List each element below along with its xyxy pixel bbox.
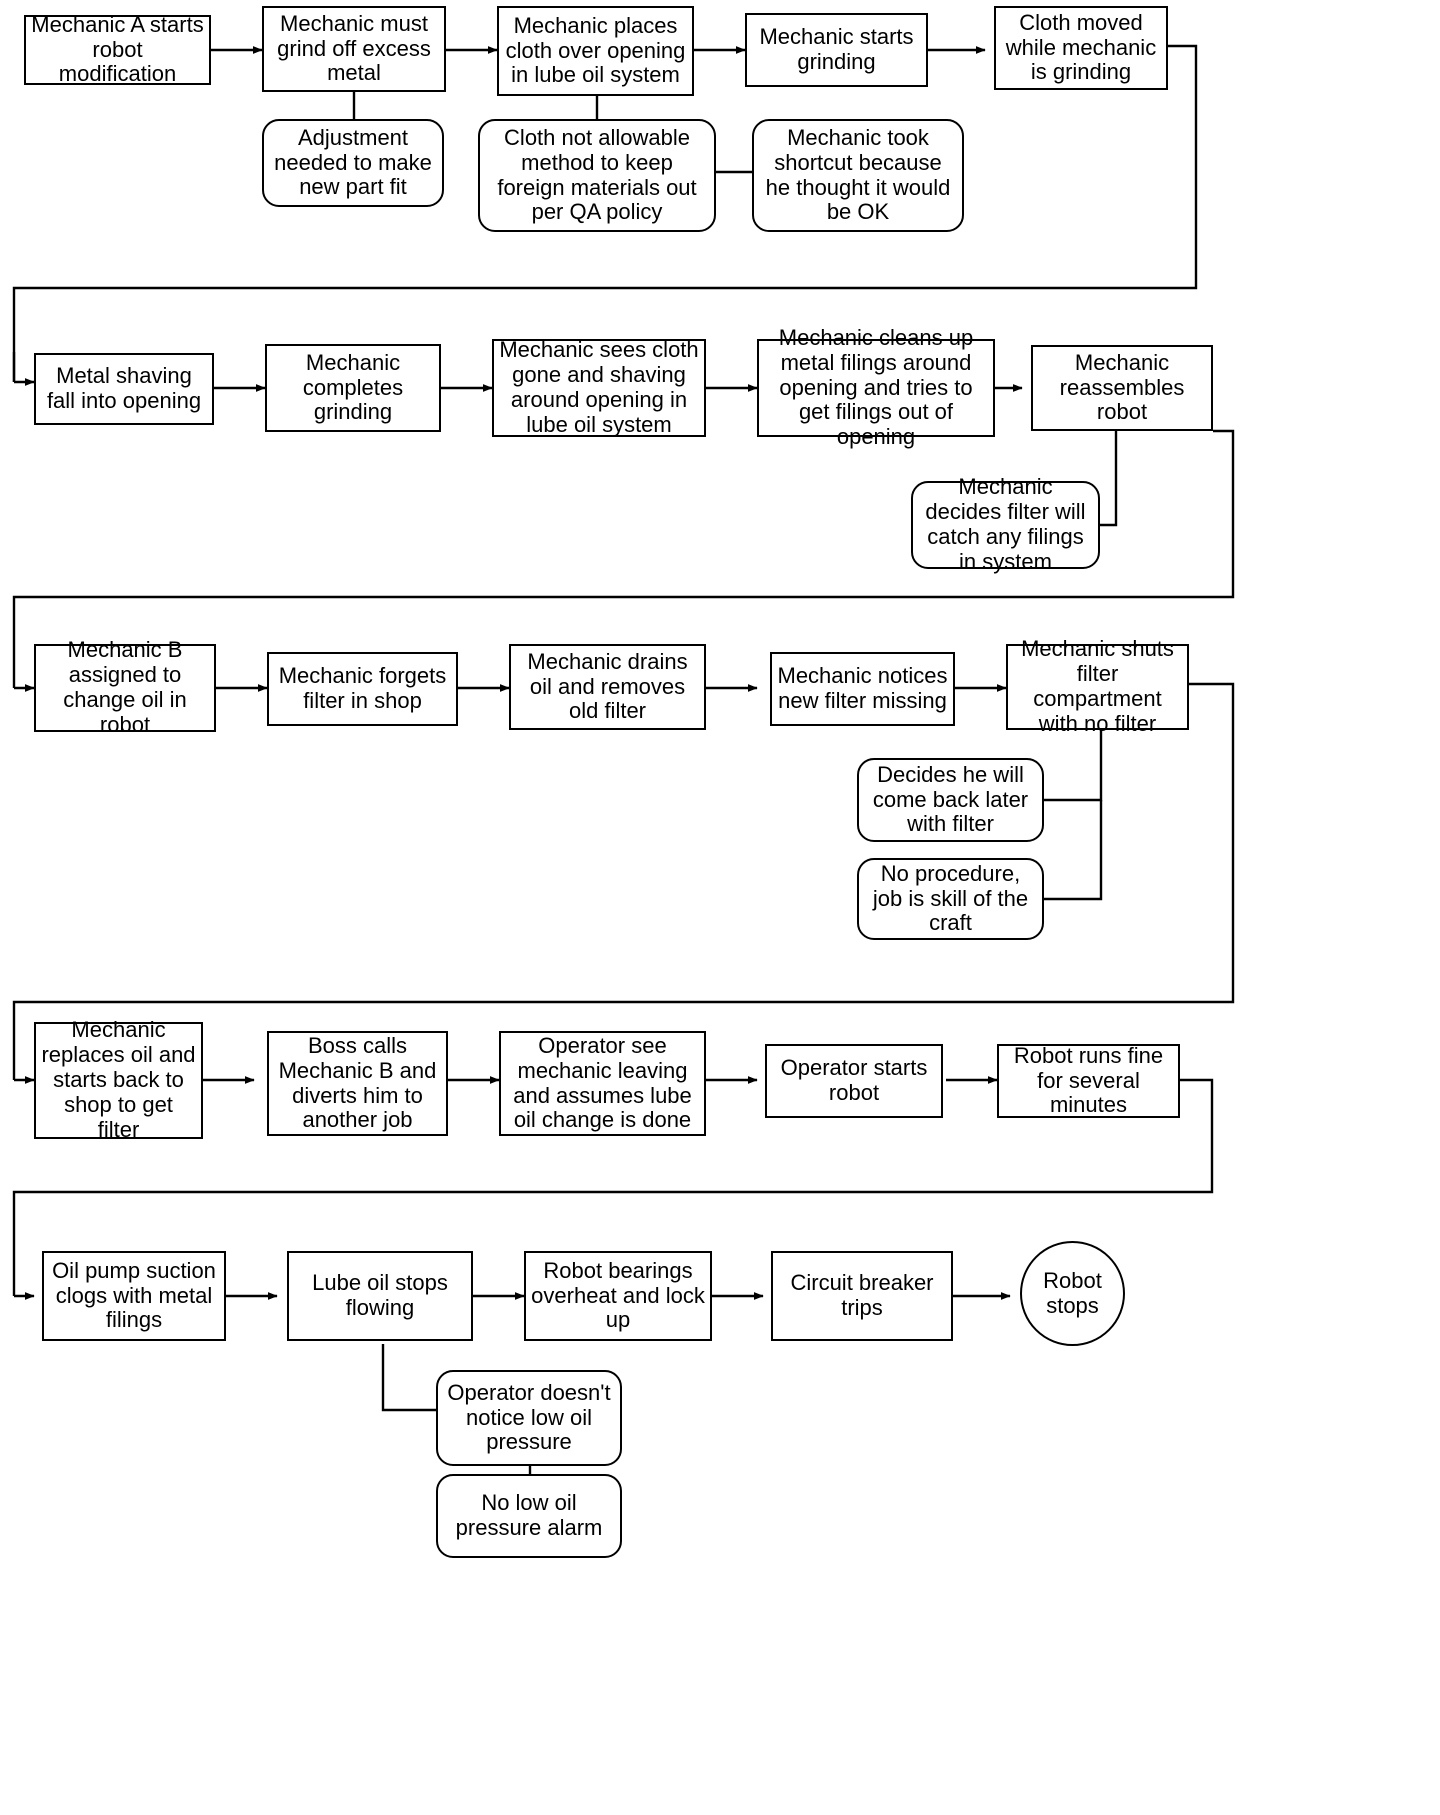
note-label: Decides he will come back later with fil… [872,761,1029,837]
node-label: Mechanic A starts robot modification [31,11,204,87]
note-label: Cloth not allowable method to keep forei… [497,124,697,225]
node-label: Mechanic reassembles robot [1059,349,1185,425]
node-label: Mechanic cleans up metal filings around … [778,324,974,450]
node-label: Operator see mechanic leaving and assume… [513,1032,692,1133]
node-label: Circuit breaker trips [790,1270,934,1320]
node-label: Metal shaving fall into opening [46,363,202,413]
process-metal-shaving-fall-into-opening[interactable]: Metal shaving fall into opening [34,353,214,425]
process-notices-new-filter-missing[interactable]: Mechanic notices new filter missing [770,652,955,726]
process-replaces-oil-back-to-shop[interactable]: Mechanic replaces oil and starts back to… [34,1017,203,1142]
note-label: Mechanic decides filter will catch any f… [925,474,1086,574]
node-label: Operator starts robot [780,1055,928,1105]
process-cloth-moved-while-grinding[interactable]: Cloth moved while mechanic is grinding [994,6,1168,90]
process-grind-off-excess-metal[interactable]: Mechanic must grind off excess metal [262,6,446,92]
note-decides-come-back-later[interactable]: Decides he will come back later with fil… [857,758,1044,842]
note-adjustment-needed[interactable]: Adjustment needed to make new part fit [262,119,444,207]
node-label: Cloth moved while mechanic is grinding [1005,9,1157,85]
wrap-row3-row4 [12,682,1235,1080]
process-lube-oil-stops-flowing[interactable]: Lube oil stops flowing [287,1251,473,1341]
node-label: Mechanic shuts filter compartment with n… [1021,636,1174,736]
process-mechanic-a-starts-modification[interactable]: Mechanic A starts robot modification [24,11,211,87]
note-label: Adjustment needed to make new part fit [274,124,432,200]
process-sees-cloth-gone-and-shaving[interactable]: Mechanic sees cloth gone and shaving aro… [492,337,706,437]
process-robot-bearings-overheat[interactable]: Robot bearings overheat and lock up [524,1251,712,1341]
node-label: Mechanic places cloth over opening in lu… [505,12,686,88]
process-places-cloth-over-opening[interactable]: Mechanic places cloth over opening in lu… [497,6,694,96]
process-mechanic-starts-grinding[interactable]: Mechanic starts grinding [745,13,928,87]
process-mechanic-reassembles-robot[interactable]: Mechanic reassembles robot [1031,345,1213,431]
process-shuts-filter-compartment-no-filter[interactable]: Mechanic shuts filter compartment with n… [1006,636,1189,736]
process-drains-oil-removes-old-filter[interactable]: Mechanic drains oil and removes old filt… [509,644,706,730]
process-operator-starts-robot[interactable]: Operator starts robot [765,1044,943,1118]
process-mechanic-completes-grinding[interactable]: Mechanic completes grinding [265,344,441,432]
node-label: Mechanic completes grinding [302,349,404,425]
process-forgets-filter-in-shop[interactable]: Mechanic forgets filter in shop [267,652,458,726]
note-label: Operator doesn't notice low oil pressure [447,1379,611,1455]
node-label: Robot bearings overheat and lock up [531,1257,705,1333]
process-mechanic-b-assigned-oil-change[interactable]: Mechanic B assigned to change oil in rob… [34,637,216,737]
stem-r2c5-filtercatch [1100,431,1118,527]
note-operator-doesnt-notice-low-oil-pressure[interactable]: Operator doesn't notice low oil pressure [436,1370,622,1466]
process-circuit-breaker-trips[interactable]: Circuit breaker trips [771,1251,953,1341]
node-label: Mechanic must grind off excess metal [277,10,431,86]
node-label: Mechanic B assigned to change oil in rob… [63,637,187,737]
note-cloth-not-allowable-qa[interactable]: Cloth not allowable method to keep forei… [478,119,716,232]
process-robot-runs-fine[interactable]: Robot runs fine for several minutes [997,1042,1180,1118]
node-label: Mechanic sees cloth gone and shaving aro… [499,337,699,437]
note-label: Mechanic took shortcut because he though… [765,124,951,225]
node-label: Oil pump suction clogs with metal filing… [52,1257,216,1333]
stem-r3c5-noprocedure [1044,800,1103,901]
note-mechanic-took-shortcut[interactable]: Mechanic took shortcut because he though… [752,119,964,232]
note-label: No procedure, job is skill of the craft [872,860,1029,936]
node-label: Mechanic starts grinding [759,24,914,74]
node-label: Mechanic notices new filter missing [777,663,948,713]
terminal-robot-stops[interactable]: Robot stops [1020,1241,1125,1346]
node-label: Mechanic forgets filter in shop [278,663,447,713]
note-filter-will-catch-filings[interactable]: Mechanic decides filter will catch any f… [911,474,1100,574]
note-no-low-oil-pressure-alarm[interactable]: No low oil pressure alarm [436,1474,622,1558]
node-label: Mechanic drains oil and removes old filt… [527,648,688,724]
note-label: No low oil pressure alarm [455,1490,603,1540]
node-label: Lube oil stops flowing [312,1270,448,1320]
node-label: Robot runs fine for several minutes [1013,1042,1164,1118]
process-operator-assumes-oil-change-done[interactable]: Operator see mechanic leaving and assume… [499,1031,706,1136]
node-label: Robot stops [1043,1267,1102,1318]
process-oil-pump-suction-clogs[interactable]: Oil pump suction clogs with metal filing… [42,1251,226,1341]
process-cleans-up-metal-filings[interactable]: Mechanic cleans up metal filings around … [757,325,995,449]
node-label: Mechanic replaces oil and starts back to… [41,1017,196,1142]
process-boss-calls-mechanic-b[interactable]: Boss calls Mechanic B and diverts him to… [267,1031,448,1136]
note-no-procedure-skill-of-craft[interactable]: No procedure, job is skill of the craft [857,858,1044,940]
stem-r3c5-comeback [1044,729,1103,802]
stem-r5c2-nonotice [381,1344,436,1412]
node-label: Boss calls Mechanic B and diverts him to… [278,1032,437,1133]
